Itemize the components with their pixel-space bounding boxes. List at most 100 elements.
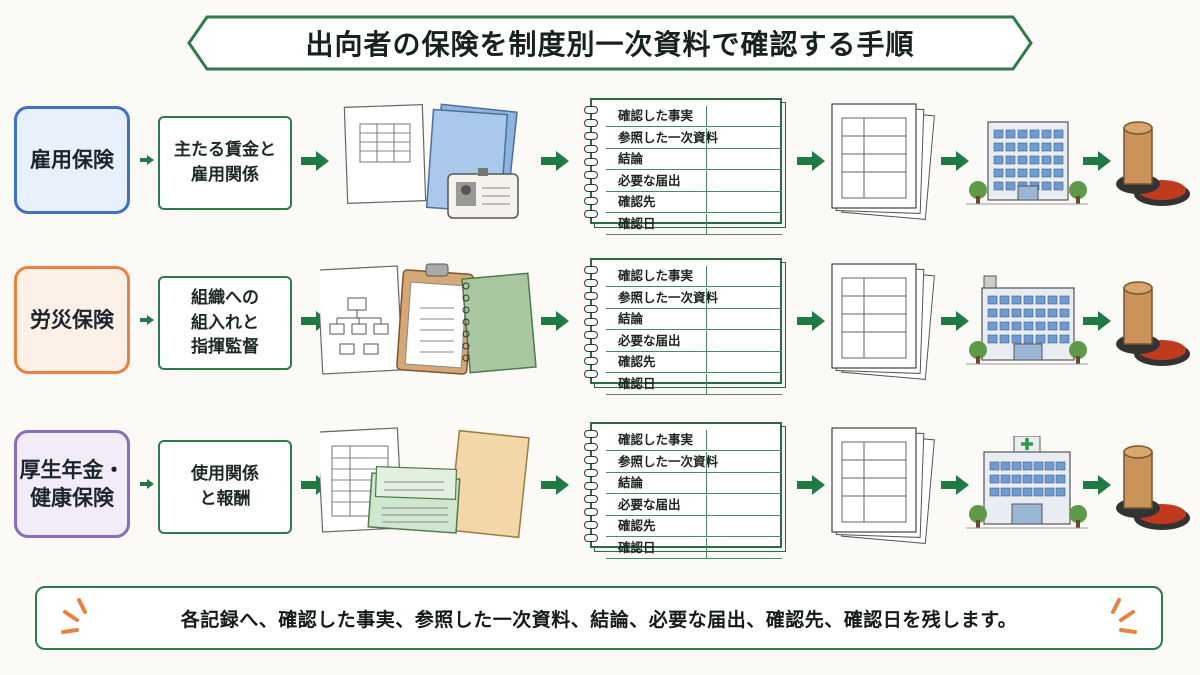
flow-arrow-icon (797, 151, 825, 171)
binder-ring-icon (584, 279, 598, 287)
flow-arrow-icon (1083, 475, 1111, 495)
criteria-box: 主たる賃金と 雇用関係 (158, 116, 292, 210)
footer-note: 各記録へ、確認した事実、参照した一次資料、結論、必要な届出、確認先、確認日を残し… (35, 586, 1163, 650)
approval-stamp (1108, 434, 1194, 534)
flow-arrow-icon (140, 479, 154, 489)
binder-ring-icon (584, 430, 598, 438)
checklist-item: 確認日 (606, 373, 782, 395)
flow-arrow-icon (941, 311, 969, 331)
checklist-item: 参照した一次資料 (606, 287, 782, 309)
binder-ring-icon (584, 344, 598, 352)
criteria-label: 組織への 組入れと 指揮監督 (191, 288, 259, 358)
checklist-item: 確認先 (606, 192, 782, 213)
binder-ring-icon (584, 482, 598, 490)
checklist-item: 確認した事実 (606, 430, 782, 451)
notebook-icon (461, 272, 537, 374)
hanko-stamp-icon (1116, 281, 1190, 366)
binder-ring-icon (584, 197, 598, 205)
approval-stamp (1108, 110, 1194, 210)
primary-documents (320, 102, 540, 220)
record-checklist: 確認した事実参照した一次資料結論必要な届出確認先確認日 (578, 256, 788, 395)
flow-arrow-icon (140, 315, 154, 325)
envelope-icon (448, 429, 530, 539)
checklist-item: 結論 (606, 473, 782, 494)
binder-ring-icon (584, 132, 598, 140)
process-row: 労災保険 組織への 組入れと 指揮監督 確認した事実参照した一次資料結論必要な届… (0, 258, 1200, 395)
hospital-building-icon (966, 435, 1088, 529)
flow-arrow-icon (797, 311, 825, 331)
insurance-category: 労災保険 (14, 266, 130, 374)
record-checklist: 確認した事実参照した一次資料結論必要な届出確認先確認日 (578, 96, 788, 235)
report-document-icon (831, 427, 935, 545)
org-chart-icon (316, 265, 404, 375)
agency-building (962, 435, 1092, 536)
flow-arrow-icon (541, 475, 569, 495)
criteria-box: 組織への 組入れと 指揮監督 (158, 276, 292, 370)
binder-ring-icon (584, 145, 598, 153)
criteria-label: 主たる賃金と 雇用関係 (174, 140, 276, 185)
flow-arrow-icon (541, 151, 569, 171)
checklist-item: 必要な届出 (606, 170, 782, 192)
approval-stamp (1108, 270, 1194, 370)
criteria-label: 使用関係 と報酬 (191, 464, 259, 509)
checklist-item: 確認した事実 (606, 106, 782, 127)
report-document (828, 102, 948, 221)
binder-ring-icon (584, 318, 598, 326)
flow-arrow-icon (140, 155, 154, 165)
checklist-item: 参照した一次資料 (606, 127, 782, 149)
flow-arrow-icon (1083, 151, 1111, 171)
criteria-box: 使用関係 と報酬 (158, 440, 292, 534)
binder-ring-icon (584, 443, 598, 451)
process-row: 厚生年金・ 健康保険 使用関係 と報酬 確認した事実参照した一次資料結論必要な届… (0, 422, 1200, 559)
binder-ring-icon (584, 370, 598, 378)
process-row: 雇用保険 主たる賃金と 雇用関係 確認した事実参照した一次資料結論必要な届出確認… (0, 98, 1200, 235)
report-document-icon (831, 103, 935, 221)
hanko-stamp-icon (1116, 121, 1190, 206)
office-building-icon (966, 121, 1088, 205)
binder-ring-icon (584, 331, 598, 339)
flow-arrow-icon (301, 151, 329, 171)
checklist-item: 結論 (606, 149, 782, 170)
flow-arrow-icon (941, 475, 969, 495)
binder-ring-icon (584, 534, 598, 542)
binder-ring-icon (584, 456, 598, 464)
labor-office-building-icon (966, 275, 1088, 365)
title-banner: 出向者の保険を制度別一次資料で確認する手順 (185, 14, 1035, 72)
agency-building (962, 272, 1092, 372)
passbook-icon (367, 465, 461, 534)
flow-arrow-icon (941, 151, 969, 171)
hanko-stamp-icon (1116, 445, 1190, 530)
flow-arrow-icon (1083, 311, 1111, 331)
ledger-icon (343, 104, 427, 204)
binder-ring-icon (584, 106, 598, 114)
primary-documents (316, 262, 540, 380)
binder-ring-icon (584, 521, 598, 529)
category-label: 厚生年金・ 健康保険 (19, 457, 125, 510)
binder-ring-icon (584, 469, 598, 477)
binder-ring-icon (584, 171, 598, 179)
category-label: 雇用保険 (30, 147, 114, 172)
footer-text: 各記録へ、確認した事実、参照した一次資料、結論、必要な届出、確認先、確認日を残し… (180, 608, 1018, 631)
category-label: 労災保険 (30, 307, 114, 332)
checklist-item: 確認した事実 (606, 266, 782, 287)
flow-arrow-icon (797, 475, 825, 495)
report-document-icon (831, 263, 935, 381)
report-document (828, 262, 948, 381)
binder-ring-icon (584, 495, 598, 503)
binder-ring-icon (584, 292, 598, 300)
binder-ring-icon (584, 357, 598, 365)
page-title: 出向者の保険を制度別一次資料で確認する手順 (305, 28, 915, 61)
binder-ring-icon (584, 210, 598, 218)
spark-right-icon (1111, 598, 1137, 634)
report-document (828, 426, 948, 545)
record-checklist: 確認した事実参照した一次資料結論必要な届出確認先確認日 (578, 420, 788, 559)
binder-ring-icon (584, 508, 598, 516)
checklist-item: 結論 (606, 309, 782, 330)
spark-left-icon (61, 598, 87, 634)
checklist-item: 必要な届出 (606, 330, 782, 352)
clipboard-icon (396, 263, 474, 375)
checklist-item: 参照した一次資料 (606, 451, 782, 473)
flow-arrow-icon (541, 311, 569, 331)
binder-ring-icon (584, 119, 598, 127)
agency-building (962, 112, 1092, 212)
